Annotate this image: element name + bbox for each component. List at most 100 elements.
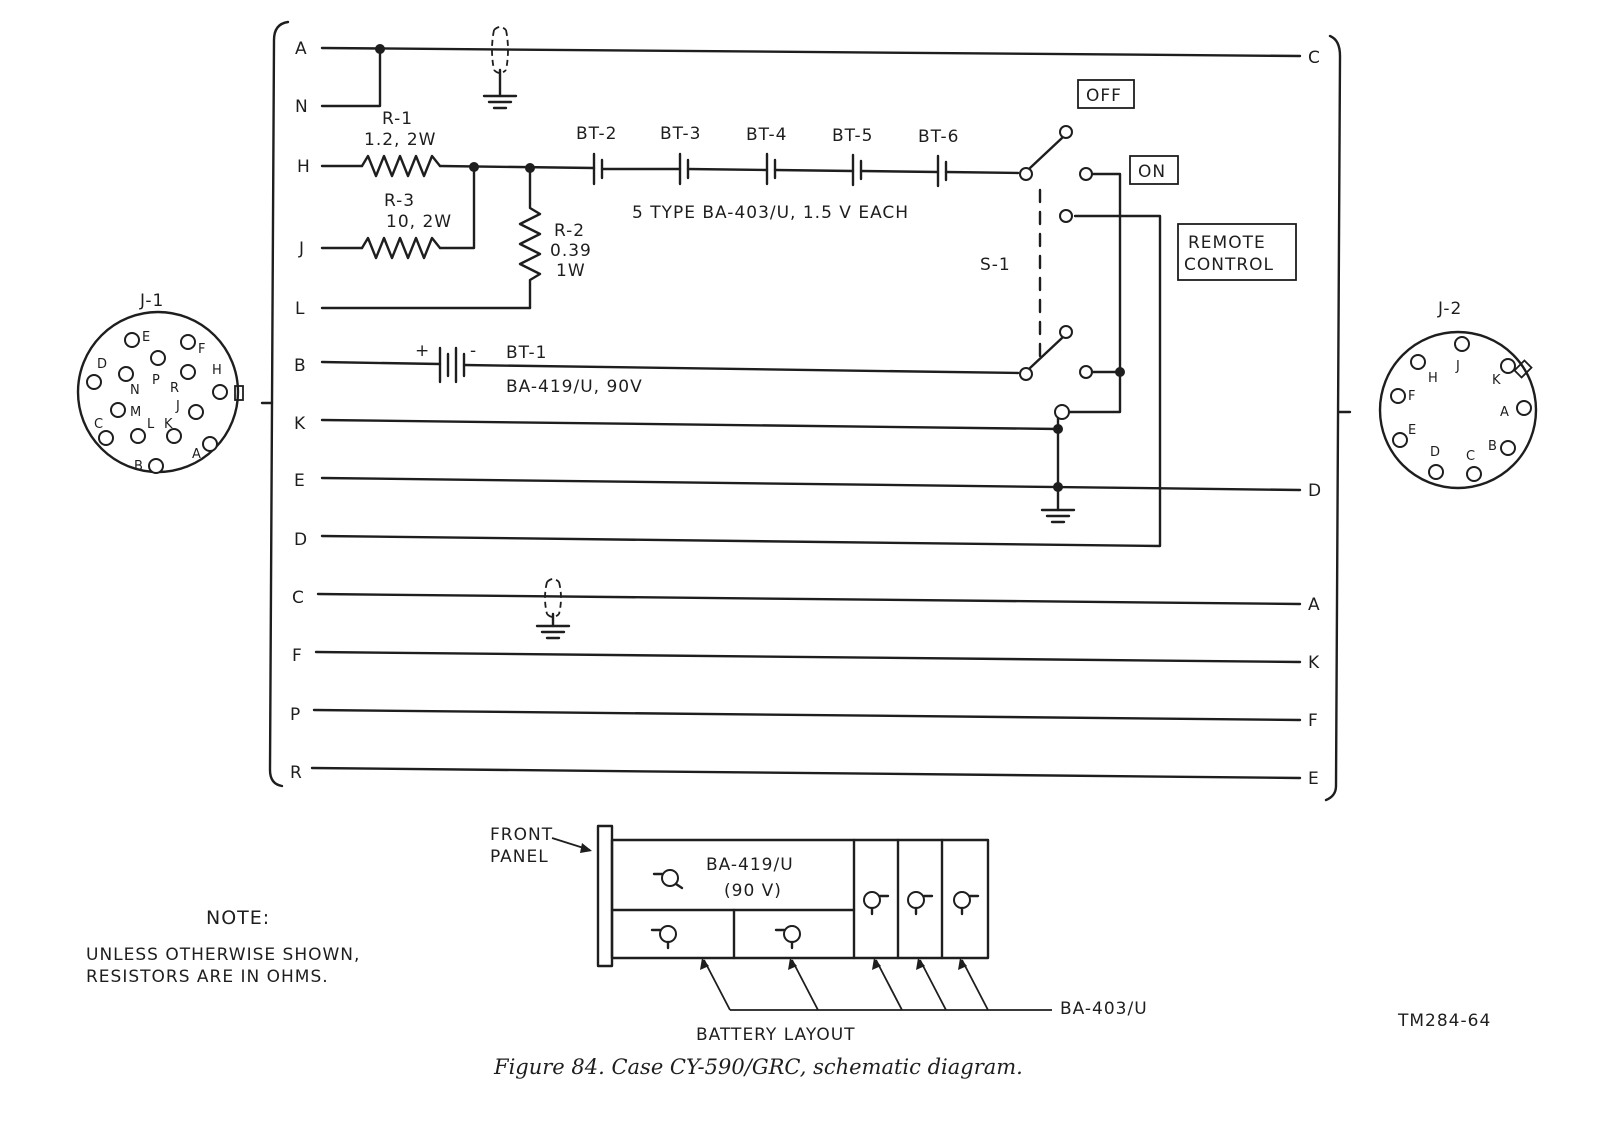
note-block: NOTE: UNLESS OTHERWISE SHOWN, RESISTORS … xyxy=(86,907,360,987)
pin-label-l: L xyxy=(295,299,305,319)
front-label: FRONT xyxy=(490,825,553,845)
pin-label-f: F xyxy=(292,646,303,666)
pin-label-h: H xyxy=(297,157,311,177)
on-box xyxy=(1129,155,1179,185)
svg-text:C: C xyxy=(1466,449,1475,464)
pin-label-right-f: F xyxy=(1308,711,1319,731)
wire-b xyxy=(320,346,1020,384)
big-battery-voltage: (90 V) xyxy=(724,881,782,901)
connector-j2: J-2 J H K F A E D C B xyxy=(1378,299,1538,490)
svg-text:F: F xyxy=(1408,389,1415,404)
svg-text:B: B xyxy=(134,459,143,474)
bt2-label: BT-2 xyxy=(576,124,617,144)
note-line-2: RESISTORS ARE IN OHMS. xyxy=(86,967,329,987)
switch-label: S-1 xyxy=(980,255,1011,275)
svg-text:R: R xyxy=(170,381,179,396)
resistor-r2 xyxy=(518,166,542,310)
figure-caption: Figure 84. Case CY-590/GRC, schematic di… xyxy=(493,1055,1023,1079)
svg-text:A: A xyxy=(1500,405,1509,420)
svg-text:K: K xyxy=(164,417,173,432)
svg-text:A: A xyxy=(192,447,201,462)
wire-j xyxy=(320,165,476,260)
pin-label-right-d: D xyxy=(1308,481,1322,501)
battery-layout: FRONT PANEL BA-419/U (90 V) xyxy=(490,824,1148,1045)
svg-text:F: F xyxy=(198,342,205,357)
off-box xyxy=(1077,79,1135,109)
remote-label: REMOTE xyxy=(1188,233,1266,253)
right-bracket xyxy=(1324,34,1342,802)
svg-text:M: M xyxy=(130,405,141,420)
right-pin-labels: C D A K F E xyxy=(1308,48,1322,789)
pin-label-e: E xyxy=(294,471,306,491)
left-bracket xyxy=(268,20,290,788)
pin-label-j: J xyxy=(298,239,305,259)
pin-label-n: N xyxy=(295,97,309,117)
pin-label-k: K xyxy=(294,414,306,434)
bt1-name: BT-1 xyxy=(506,343,547,363)
r2-name: R-2 xyxy=(554,221,585,241)
note-title: NOTE: xyxy=(206,907,270,929)
battery-box xyxy=(610,838,990,960)
svg-text:C: C xyxy=(94,417,103,432)
resistor-r1 xyxy=(360,154,442,178)
battery-note: 5 TYPE BA-403/U, 1.5 V EACH xyxy=(632,203,909,223)
bt6-label: BT-6 xyxy=(918,127,959,147)
battery-layout-title: BATTERY LAYOUT xyxy=(696,1025,856,1045)
pin-label-right-e: E xyxy=(1308,769,1320,789)
r3-value: 10, 2W xyxy=(386,212,452,232)
connector-j1: J-1 E F D N P R H M J C L K B A xyxy=(76,291,244,474)
svg-text:PANEL: PANEL xyxy=(490,847,549,867)
pin-label-right-c: C xyxy=(1308,48,1321,68)
r1-name: R-1 xyxy=(382,109,413,129)
off-label: OFF xyxy=(1086,86,1122,106)
svg-text:L: L xyxy=(147,417,155,432)
small-battery-type: BA-403/U xyxy=(1060,999,1148,1019)
svg-text:D: D xyxy=(1430,445,1440,460)
svg-text:J: J xyxy=(175,399,180,414)
pin-label-c: C xyxy=(292,588,305,608)
pin-label-d: D xyxy=(294,530,308,550)
svg-text:N: N xyxy=(130,383,140,398)
bt1-minus: - xyxy=(470,341,477,361)
big-battery-type: BA-419/U xyxy=(706,855,794,875)
svg-text:P: P xyxy=(152,373,160,388)
j2-name: J-2 xyxy=(1437,299,1462,319)
svg-text:E: E xyxy=(142,330,150,345)
wire-c-f-p-r xyxy=(310,578,1302,780)
pin-label-a: A xyxy=(295,39,308,59)
on-label: ON xyxy=(1138,162,1166,182)
wire-a-c xyxy=(320,26,1302,110)
remote-control-box xyxy=(1177,223,1297,281)
pin-label-p: P xyxy=(290,705,301,725)
pin-label-right-k: K xyxy=(1308,653,1320,673)
bt5-label: BT-5 xyxy=(832,126,873,146)
switch-position-labels: OFF ON REMOTE CONTROL xyxy=(1077,79,1297,281)
note-line-1: UNLESS OTHERWISE SHOWN, xyxy=(86,945,360,965)
wire-l xyxy=(320,166,542,310)
bt4-label: BT-4 xyxy=(746,125,787,145)
svg-text:K: K xyxy=(1492,373,1501,388)
svg-text:H: H xyxy=(212,363,222,378)
svg-text:D: D xyxy=(97,357,107,372)
wire-h-chain xyxy=(320,152,1020,188)
j1-name: J-1 xyxy=(139,291,164,311)
resistor-r3 xyxy=(360,236,442,260)
pin-label-b: B xyxy=(294,356,307,376)
r2-power: 1W xyxy=(556,261,586,281)
wire-k-e-d xyxy=(320,209,1302,548)
svg-text:H: H xyxy=(1428,371,1438,386)
bt1-plus: + xyxy=(415,341,430,361)
control-label: CONTROL xyxy=(1184,255,1274,275)
component-labels: R-1 1.2, 2W R-3 10, 2W R-2 0.39 1W BT-2 … xyxy=(364,109,1011,397)
switch-s1 xyxy=(1019,125,1125,420)
svg-text:J: J xyxy=(1455,359,1460,374)
bt1-type: BA-419/U, 90V xyxy=(506,377,643,397)
r2-value: 0.39 xyxy=(550,241,592,261)
left-pin-labels: A N H J L B K E D C F P R xyxy=(290,39,311,783)
r3-name: R-3 xyxy=(384,191,415,211)
terminal-symbols xyxy=(650,869,980,950)
svg-text:B: B xyxy=(1488,439,1497,454)
bt3-label: BT-3 xyxy=(660,124,701,144)
svg-text:E: E xyxy=(1408,423,1416,438)
figure-id: TM284-64 xyxy=(1397,1011,1491,1031)
